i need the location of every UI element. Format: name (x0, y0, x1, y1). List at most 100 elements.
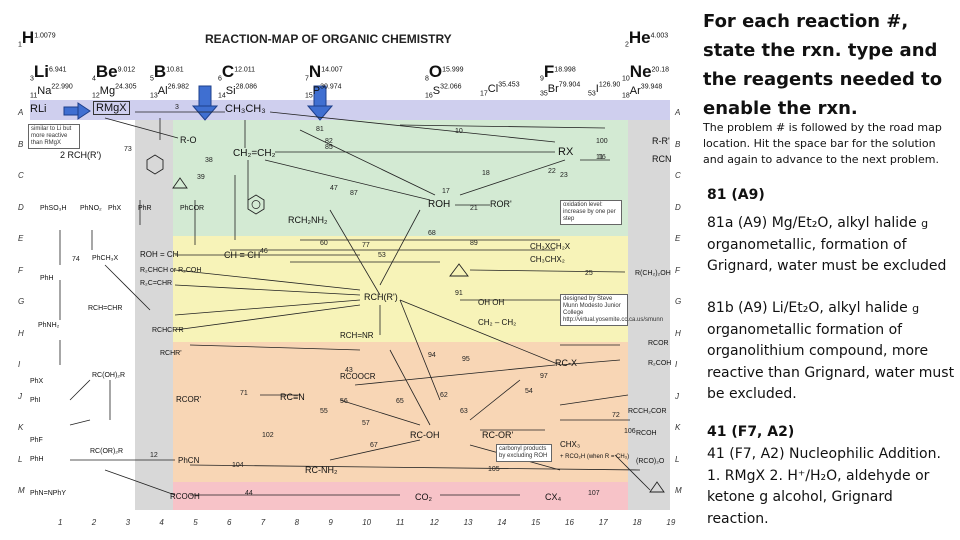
step-number: 22 (548, 168, 556, 175)
step-number: 89 (470, 240, 478, 247)
problem-81b-text: 81b (A9) Li/Et₂O, alkyl halide (707, 300, 913, 316)
element-he: 2He4.003 (625, 28, 669, 49)
column-label: 1 (58, 518, 63, 527)
column-label: 6 (227, 518, 232, 527)
compound-rcor-mid: RCOR' (176, 395, 202, 404)
step-number: 91 (455, 290, 463, 297)
compound-rch-nr: RCH=NR (340, 331, 374, 340)
row-label: D (18, 202, 24, 212)
element-c: 6C12.011 (218, 62, 256, 83)
row-label: E (18, 234, 24, 243)
band-purple (30, 100, 670, 120)
column-label: 15 (531, 518, 541, 527)
element-na: 11Na22.990 (30, 83, 73, 100)
row-label: H (18, 328, 24, 338)
element-be: 4Be9.012 (92, 62, 136, 83)
map-title: REACTION-MAP OF ORGANIC CHEMISTRY (205, 32, 452, 46)
row-label: K (18, 423, 24, 432)
compound-r2coh: R₂COH (648, 360, 672, 367)
note-designed: designed by Steve Munn Modesto Junior Co… (560, 294, 663, 326)
column-label: 14 (497, 518, 507, 527)
compound-phh-low: PhH (30, 456, 44, 463)
reaction-arrows (59, 111, 651, 496)
element-o: 8O15.999 (425, 62, 464, 83)
element-b: 5B10.81 (150, 62, 184, 83)
compound-phnh2: PhNH₂ (38, 322, 60, 329)
compound-2rch: 2 RCH(R') (60, 150, 102, 160)
element-ar: 18Ar39.948 (622, 83, 663, 100)
step-number: 39 (197, 174, 205, 181)
blue-down-arrow-icon (191, 85, 219, 121)
compound-chx3: CHX₃ (560, 440, 581, 449)
step-number: 67 (370, 442, 378, 449)
step-number: 72 (612, 412, 620, 419)
step-number: 63 (460, 408, 468, 415)
row-label: H (675, 328, 681, 338)
compound-rli: RLi (30, 103, 47, 115)
step-number: 74 (72, 256, 80, 263)
compound-rch2nh2: RCH₂NH₂ (288, 215, 328, 225)
column-label: 12 (429, 518, 439, 527)
compound-rch-chr: RCH=CHR (88, 305, 123, 312)
step-number: 73 (124, 146, 132, 153)
compound-r2c-chr: R₂C=CHR (140, 280, 173, 287)
band-red (173, 482, 628, 510)
row-label: L (18, 454, 23, 464)
column-label: 2 (91, 518, 97, 527)
row-label: I (675, 360, 678, 369)
problem-81b-answer: 81b (A9) Li/Et₂O, alkyl halide g organom… (707, 298, 955, 406)
step-number: 102 (262, 432, 274, 439)
element-p: 15P30.974 (305, 83, 342, 100)
step-number: 54 (525, 388, 533, 395)
note-chx3: + RCO₂H (when R = CH₃) (560, 454, 630, 460)
compound-ch3xch2x: CH₃XCH₂X (530, 242, 571, 251)
step-number: 11 (596, 154, 604, 161)
step-number: 62 (440, 392, 448, 399)
step-number: 104 (232, 462, 244, 469)
step-number: 56 (340, 398, 348, 405)
row-label: F (18, 265, 23, 275)
row-label: L (675, 454, 680, 464)
row-label: J (18, 391, 22, 401)
element-f: 9F18.998 (540, 62, 576, 83)
problem-41-heading: 41 (F7, A2) (707, 424, 795, 440)
compound-ethane: CH₃CH₃ (225, 103, 266, 115)
step-number: 105 (488, 466, 500, 473)
compound-co2: CO₂ (415, 492, 432, 502)
panel-instructions: The problem # is followed by the road ma… (703, 121, 942, 166)
element-s: 16S32.066 (425, 83, 462, 100)
step-number: 47 (330, 185, 338, 192)
element-i: 53I126.90 (588, 81, 621, 98)
step-number: 81 (316, 126, 324, 133)
element-n: 7N14.007 (305, 62, 343, 83)
column-label: 8 (294, 518, 300, 527)
step-number: 46 (260, 248, 268, 255)
step-number: 12 (150, 452, 158, 459)
element-li: 3Li6.941 (30, 62, 67, 83)
compound-phch3x: PhCH₃X (92, 255, 119, 262)
compound-rcor-right: RCOR (648, 340, 669, 347)
compound-ethene: CH₂=CH₂ (233, 148, 276, 159)
compound-rcoh-right: RCOH (636, 430, 657, 437)
benzene-ring-icon (146, 154, 164, 175)
compound-phh: PhH (40, 275, 54, 282)
element-ne: 10Ne20.18 (622, 62, 670, 83)
compound-rcn: RCN (652, 154, 672, 164)
column-label: 13 (463, 518, 473, 527)
problem-81b-rest: organometallic formation of organolithiu… (707, 321, 955, 403)
problem-81a-answer: 81a (A9) Mg/Et₂O, alkyl halide g organom… (707, 213, 955, 278)
row-label: A (675, 108, 681, 117)
row-label: D (675, 202, 681, 212)
element-br: 35Br79.904 (540, 81, 581, 98)
element-cl: 17Cl35.453 (480, 81, 520, 98)
reaction-map-graphics (30, 85, 670, 510)
row-label: K (675, 423, 681, 432)
step-number: 106 (624, 428, 636, 435)
compound-cx4: CX₄ (545, 492, 562, 502)
compound-rr-prime: R-R' (652, 136, 670, 146)
arrow-glyph-icon: g (921, 217, 929, 230)
compound-rch2ch2oh: R(CH₂)₂OH (635, 270, 671, 277)
cyclopropane-icon (649, 481, 665, 493)
compound-phso3h: PhSO₃H (40, 205, 67, 212)
epoxide-icon (449, 263, 469, 277)
